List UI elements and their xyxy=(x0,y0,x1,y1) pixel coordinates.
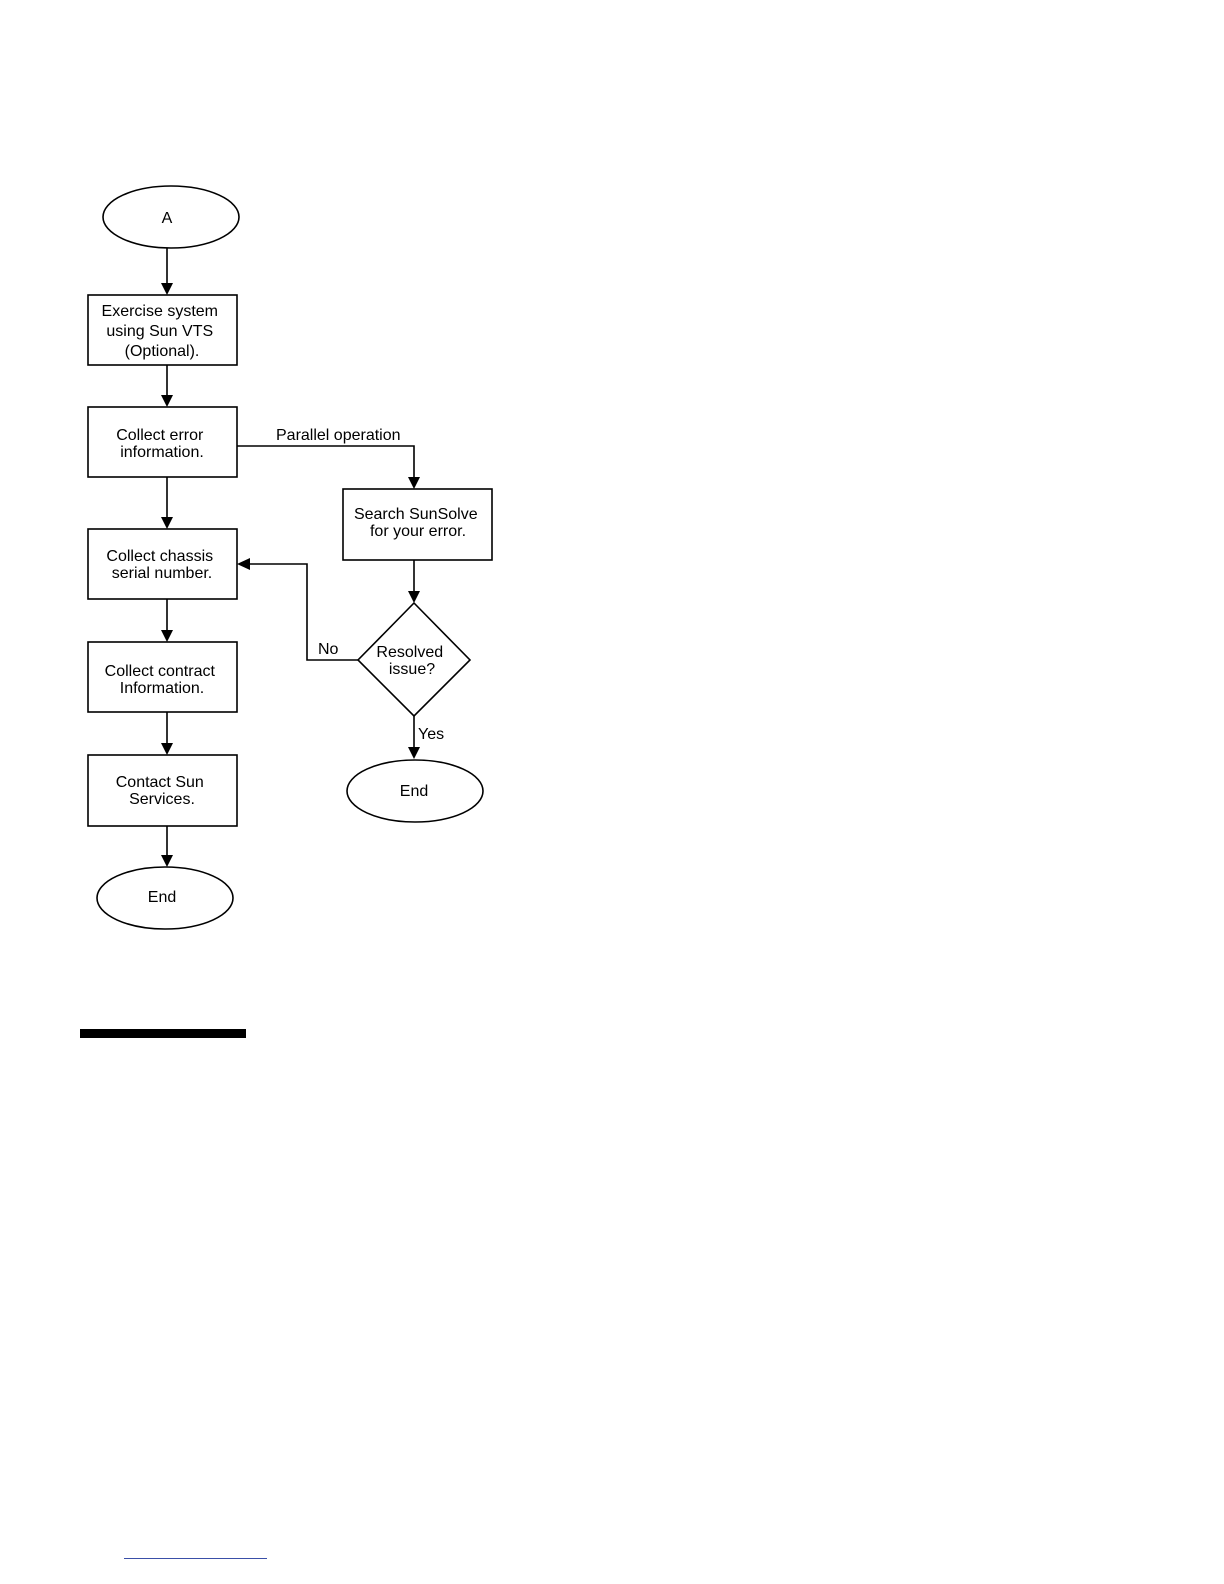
arrowhead xyxy=(408,747,420,759)
arrowhead xyxy=(161,630,173,642)
collect-error-label: Collect error information. xyxy=(116,427,208,461)
arrowhead xyxy=(408,477,420,489)
end-left-label: End xyxy=(148,889,176,906)
start-label: A xyxy=(162,210,173,227)
parallel-operation-label: Parallel operation xyxy=(276,427,401,444)
collect-contract-label: Collect contract Information. xyxy=(105,663,220,697)
search-sunsolve-label: Search SunSolve for your error. xyxy=(354,506,482,540)
connector-parallel-operation xyxy=(237,446,414,478)
collect-chassis-label: Collect chassis serial number. xyxy=(106,548,217,582)
section-divider-rule xyxy=(80,1029,246,1038)
arrowhead xyxy=(161,855,173,867)
arrowhead xyxy=(408,591,420,603)
arrowhead xyxy=(161,517,173,529)
end-right-label: End xyxy=(400,783,428,800)
arrowhead xyxy=(161,395,173,407)
arrowhead xyxy=(161,283,173,295)
arrowhead xyxy=(161,743,173,755)
yes-label: Yes xyxy=(418,726,444,743)
footer-rule xyxy=(124,1558,267,1559)
troubleshooting-flowchart: A Exercise system using Sun VTS (Optiona… xyxy=(0,0,1224,1000)
connector-no-branch xyxy=(249,564,358,660)
arrowhead xyxy=(237,558,250,570)
no-label: No xyxy=(318,641,339,658)
contact-services-label: Contact Sun Services. xyxy=(116,774,209,808)
